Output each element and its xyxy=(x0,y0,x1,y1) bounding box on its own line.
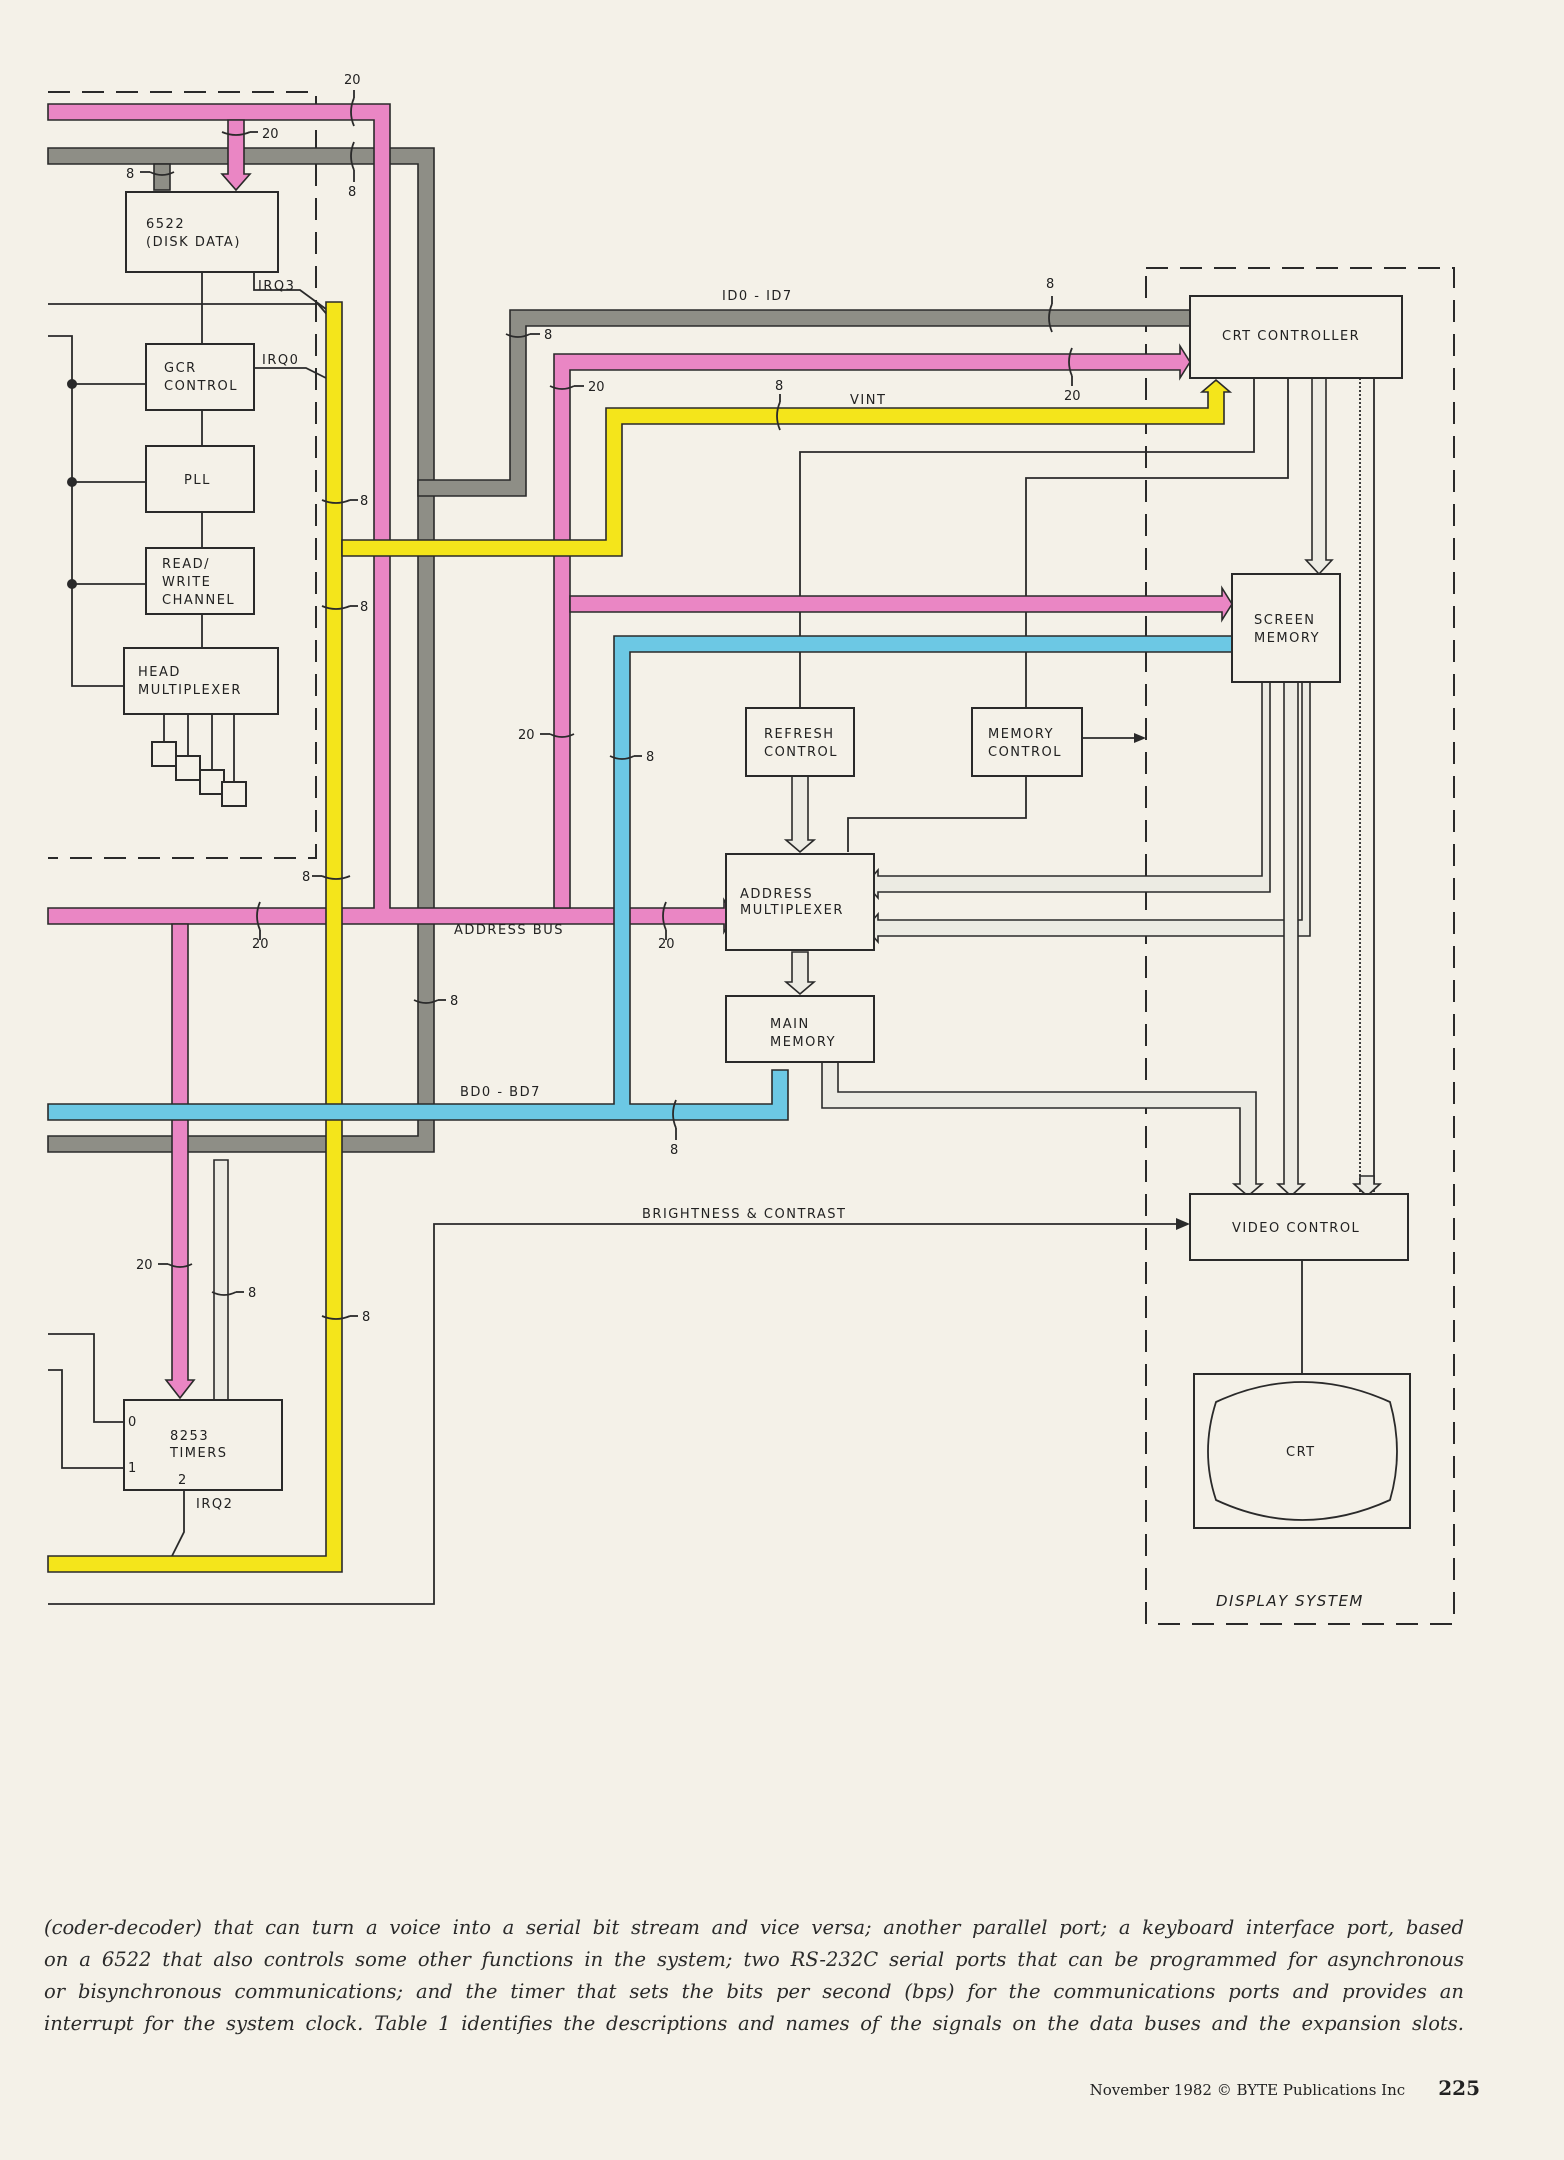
block-label: TIMERS xyxy=(169,1446,228,1461)
block-pll: PLL xyxy=(145,445,255,513)
block-label: CRT xyxy=(1286,1445,1316,1460)
block-label: MULTIPLEXER xyxy=(138,683,242,698)
block-label: CRT CONTROLLER xyxy=(1222,329,1360,344)
bus-width-number: 8 xyxy=(670,1143,678,1158)
local-buses xyxy=(213,377,1383,1405)
block-label: 6522 xyxy=(146,217,185,232)
signal-wires xyxy=(48,272,1375,1605)
page-number: 225 xyxy=(1438,2076,1480,2100)
address-bus xyxy=(47,103,1233,1400)
block-video-control: VIDEO CONTROL xyxy=(1189,1193,1409,1261)
block-label: CONTROL xyxy=(764,745,838,760)
bus-width-number: 8 xyxy=(544,328,552,343)
block-label: HEAD xyxy=(138,665,181,680)
block-refresh-control: REFRESH CONTROL xyxy=(745,707,855,777)
block-crt-controller: CRT CONTROLLER xyxy=(1189,295,1403,379)
bus-width-number: 8 xyxy=(646,750,654,765)
crt-screen-icon xyxy=(1207,1381,1398,1521)
block-label: MULTIPLEXER xyxy=(740,903,844,918)
block-label: CHANNEL xyxy=(162,593,235,608)
timer-pin-label: 0 xyxy=(128,1415,136,1430)
address-bus-label: ADDRESS BUS xyxy=(454,923,564,938)
display-system-label: DISPLAY SYSTEM xyxy=(1216,1592,1364,1610)
block-label: MEMORY xyxy=(770,1035,836,1050)
bus-width-number: 20 xyxy=(252,937,269,952)
block-label: (DISK DATA) xyxy=(146,235,241,250)
block-label: MAIN xyxy=(770,1017,810,1032)
bus-width-number: 8 xyxy=(1046,277,1054,292)
irq2-label: IRQ2 xyxy=(196,1497,233,1512)
article-body: (coder-decoder) that can turn a voice in… xyxy=(44,1912,1464,2040)
bus-width-number: 20 xyxy=(262,127,279,142)
vint-label: VINT xyxy=(850,393,886,408)
bus-width-number: 8 xyxy=(248,1286,256,1301)
bus-width-number: 8 xyxy=(348,185,356,200)
irq3-label: IRQ3 xyxy=(258,279,295,294)
block-label: MEMORY xyxy=(988,727,1054,742)
bus-width-number: 8 xyxy=(362,1310,370,1325)
bus-width-number: 8 xyxy=(775,379,783,394)
block-label: READ/ xyxy=(162,557,210,572)
block-label: CONTROL xyxy=(988,745,1062,760)
page-footer: November 1982 © BYTE Publications Inc 22… xyxy=(1090,2076,1480,2100)
display-system-boundary xyxy=(1145,267,1455,1625)
block-screen-memory: SCREEN MEMORY xyxy=(1231,573,1341,683)
article-line: (coder-decoder) that can turn a voice in… xyxy=(44,1916,1464,1939)
bd-bus-label: BD0 - BD7 xyxy=(460,1085,541,1100)
block-crt: CRT xyxy=(1193,1373,1411,1529)
publication-credit: November 1982 © BYTE Publications Inc xyxy=(1089,2081,1406,2099)
bus-width-number: 8 xyxy=(450,994,458,1009)
bus-width-number: 20 xyxy=(588,380,605,395)
block-label: VIDEO CONTROL xyxy=(1232,1221,1360,1236)
block-address-multiplexer: ADDRESS MULTIPLEXER xyxy=(725,853,875,951)
timer-pin-label: 2 xyxy=(178,1473,186,1488)
bus-width-number: 20 xyxy=(136,1258,153,1273)
block-head-multiplexer: HEAD MULTIPLEXER xyxy=(123,647,279,715)
block-read-write-channel: READ/ WRITE CHANNEL xyxy=(145,547,255,615)
bus-width-number: 20 xyxy=(518,728,535,743)
bus-width-numbers: 20 20 8 8 8 8 8 8 20 20 8 20 8 8 20 20 8… xyxy=(126,73,1081,1325)
irq0-label: IRQ0 xyxy=(262,353,299,368)
block-label: PLL xyxy=(184,473,211,488)
disk-subsystem-boundary xyxy=(48,91,317,859)
block-label: WRITE xyxy=(162,575,211,590)
bus-width-number: 8 xyxy=(302,870,310,885)
block-gcr-control: GCR CONTROL xyxy=(145,343,255,411)
article-line: on a 6522 that also controls some other … xyxy=(44,1948,1464,1971)
bus-width-number: 8 xyxy=(360,494,368,509)
article-line: interrupt for the system clock. Table 1 … xyxy=(44,2012,1464,2035)
block-label: MEMORY xyxy=(1254,631,1320,646)
bus-width-number: 8 xyxy=(360,600,368,615)
block-label: 8253 xyxy=(170,1429,209,1444)
block-label: ADDRESS xyxy=(740,887,813,902)
system-block-diagram: 6522 (DISK DATA) GCR CONTROL PLL READ/ W… xyxy=(47,73,1455,1625)
bus-width-number: 20 xyxy=(658,937,675,952)
block-label: REFRESH xyxy=(764,727,835,742)
bus-width-number: 20 xyxy=(1064,389,1081,404)
interrupt-bus xyxy=(47,301,1233,1573)
bus-width-number: 8 xyxy=(126,167,134,182)
block-label: CONTROL xyxy=(164,379,238,394)
article-line: or bisynchronous communications; and the… xyxy=(44,1980,1464,2003)
block-6522-disk-data: 6522 (DISK DATA) xyxy=(125,191,279,273)
block-label: SCREEN xyxy=(1254,613,1316,628)
bus-width-number: 20 xyxy=(344,73,361,88)
block-8253-timers: 8253 TIMERS 0 1 2 xyxy=(123,1399,283,1491)
block-main-memory: MAIN MEMORY xyxy=(725,995,875,1063)
timer-pin-label: 1 xyxy=(128,1461,136,1476)
block-memory-control: MEMORY CONTROL xyxy=(971,707,1083,777)
id-bus-label: ID0 - ID7 xyxy=(722,289,793,304)
brightness-contrast-label: BRIGHTNESS & CONTRAST xyxy=(642,1207,847,1222)
bus-width-markers xyxy=(140,90,1073,1320)
block-label: GCR xyxy=(164,361,197,376)
